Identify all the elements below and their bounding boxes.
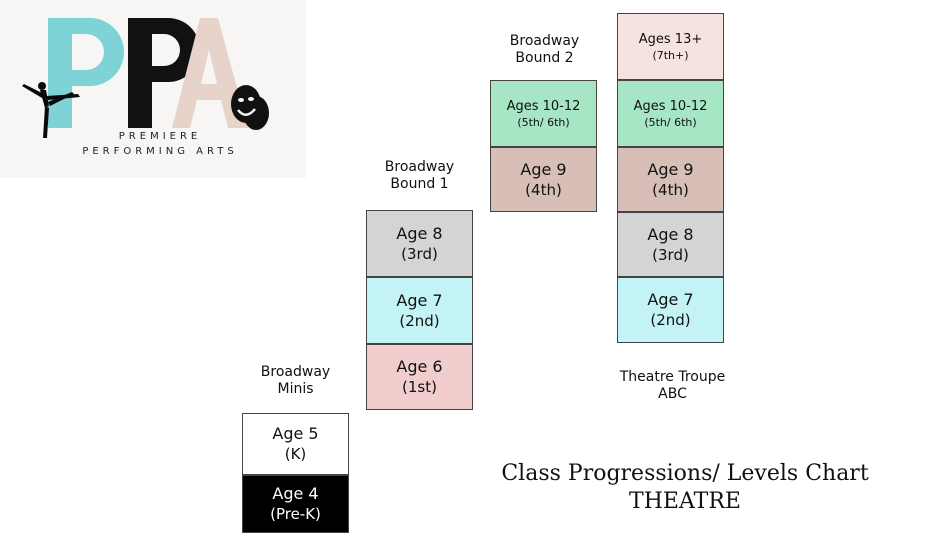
level-box-bound1-age-7: Age 7 (2nd): [366, 277, 473, 344]
logo-letter-p-teal: [48, 18, 124, 128]
level-box-minis-age-5: Age 5 (K): [242, 413, 349, 475]
level-box-troupe-age-9: Age 9 (4th): [617, 147, 724, 212]
level-box-troupe-age-8: Age 8 (3rd): [617, 212, 724, 277]
logo-letter-a-blush: [172, 18, 248, 128]
group-label-theatre-troupe-abc: Theatre Troupe ABC: [619, 369, 726, 402]
level-box-troupe-ages-10-12: Ages 10-12 (5th/ 6th): [617, 80, 724, 147]
group-label-broadway-bound-2: Broadway Bound 2: [509, 33, 580, 66]
group-label-broadway-bound-1: Broadway Bound 1: [384, 159, 455, 192]
group-label-broadway-minis: Broadway Minis: [260, 364, 331, 397]
chart-title-line-1: Class Progressions/ Levels Chart: [501, 461, 869, 486]
logo-text-performing-arts: PERFORMING ARTS: [82, 146, 238, 157]
theatre-masks-icon: [231, 85, 269, 130]
chart-title-line-2: THEATRE: [629, 489, 741, 514]
logo-panel: PREMIERE PERFORMING ARTS: [0, 0, 306, 178]
dancer-silhouette-icon: [22, 82, 80, 138]
level-box-minis-age-4: Age 4 (Pre-K): [242, 475, 349, 533]
chart-title: Class Progressions/ Levels Chart THEATRE: [470, 460, 900, 516]
level-box-bound1-age-8: Age 8 (3rd): [366, 210, 473, 277]
logo-text-premiere: PREMIERE: [118, 131, 202, 142]
level-box-bound1-age-6: Age 6 (1st): [366, 344, 473, 410]
level-box-bound2-ages-10-12: Ages 10-12 (5th/ 6th): [490, 80, 597, 147]
level-box-troupe-age-7: Age 7 (2nd): [617, 277, 724, 343]
level-box-troupe-ages-13-plus: Ages 13+ (7th+): [617, 13, 724, 80]
level-box-bound2-age-9: Age 9 (4th): [490, 147, 597, 212]
ppa-monogram-logo: [22, 18, 269, 138]
